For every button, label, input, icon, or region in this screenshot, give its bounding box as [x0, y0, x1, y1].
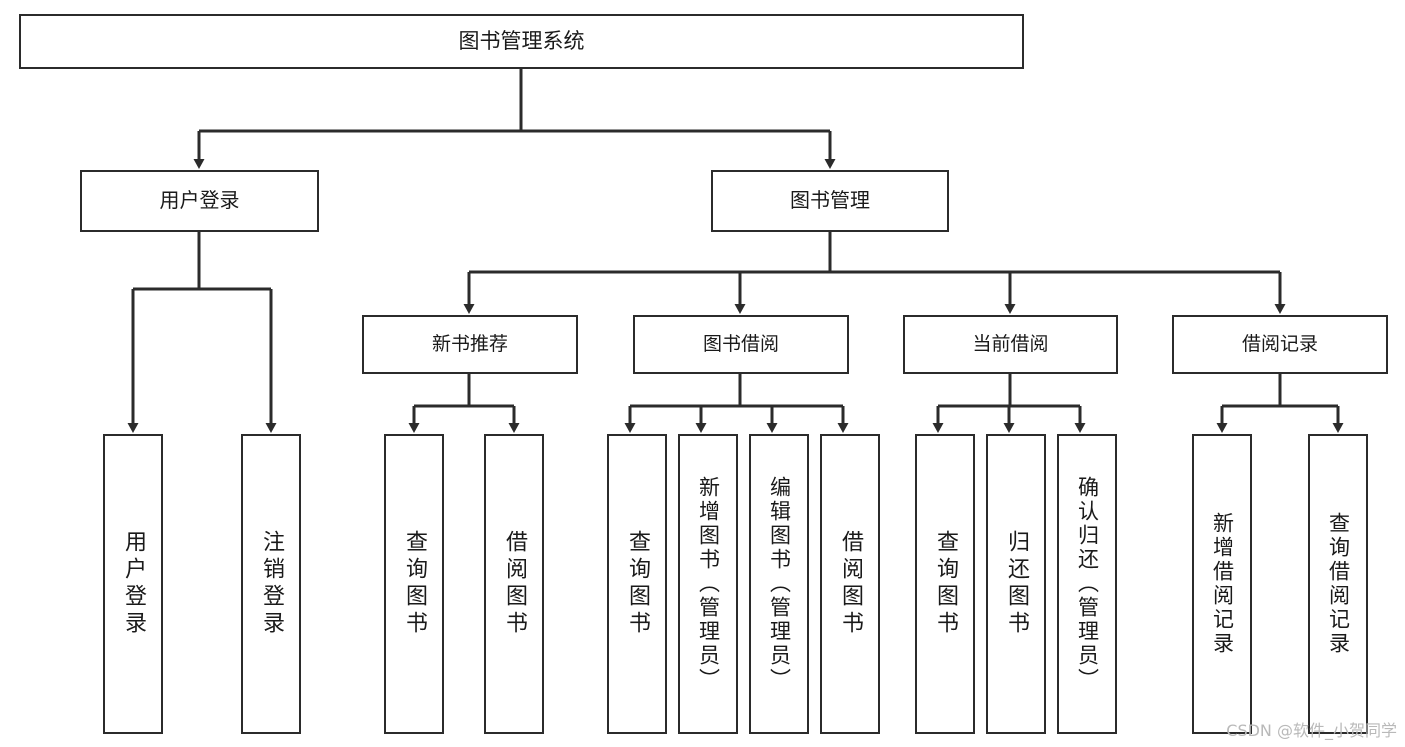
leaf-confirm-return-admin[interactable]: 确认归还（管理员）: [1057, 434, 1117, 734]
leaf-borrow-book-recommend[interactable]: 借阅图书: [484, 434, 544, 734]
node-label: 新增借阅记录: [1210, 512, 1235, 656]
node-label: 查询借阅记录: [1326, 512, 1351, 656]
leaf-return-book[interactable]: 归还图书: [986, 434, 1046, 734]
node-label: 查询图书: [625, 530, 650, 638]
node-label: 用户登录: [159, 188, 240, 213]
node-label: 借阅记录: [1241, 333, 1318, 356]
node-label: 用户登录: [121, 530, 146, 638]
node-current-borrow[interactable]: 当前借阅: [903, 315, 1118, 374]
node-book-management[interactable]: 图书管理: [711, 170, 949, 232]
leaf-user-login[interactable]: 用户登录: [103, 434, 163, 734]
node-label: 新书推荐: [431, 333, 508, 356]
node-label: 图书借阅: [702, 333, 779, 356]
node-label: 查询图书: [933, 530, 958, 638]
leaf-add-borrow-record[interactable]: 新增借阅记录: [1192, 434, 1252, 734]
leaf-query-book-borrow[interactable]: 查询图书: [607, 434, 667, 734]
node-label: 归还图书: [1004, 530, 1029, 638]
leaf-query-book-recommend[interactable]: 查询图书: [384, 434, 444, 734]
node-book-borrow[interactable]: 图书借阅: [633, 315, 849, 374]
leaf-add-book-admin[interactable]: 新增图书（管理员）: [678, 434, 738, 734]
leaf-query-borrow-record[interactable]: 查询借阅记录: [1308, 434, 1368, 734]
leaf-query-book-current[interactable]: 查询图书: [915, 434, 975, 734]
leaf-borrow-book[interactable]: 借阅图书: [820, 434, 880, 734]
node-new-book-recommend[interactable]: 新书推荐: [362, 315, 578, 374]
node-label: 图书管理系统: [458, 29, 585, 54]
leaf-logout[interactable]: 注销登录: [241, 434, 301, 734]
node-label: 注销登录: [259, 530, 284, 638]
node-root-book-management-system[interactable]: 图书管理系统: [19, 14, 1024, 69]
node-borrow-record[interactable]: 借阅记录: [1172, 315, 1388, 374]
node-label: 确认归还（管理员）: [1075, 476, 1100, 692]
node-label: 查询图书: [402, 530, 427, 638]
node-label: 图书管理: [790, 188, 870, 213]
node-label: 当前借阅: [972, 333, 1049, 356]
node-label: 新增图书（管理员）: [696, 476, 721, 692]
node-user-login[interactable]: 用户登录: [80, 170, 319, 232]
watermark: CSDN @软件_小贺同学: [1226, 721, 1397, 740]
node-label: 借阅图书: [502, 530, 527, 638]
node-label: 编辑图书（管理员）: [767, 476, 792, 692]
leaf-edit-book-admin[interactable]: 编辑图书（管理员）: [749, 434, 809, 734]
node-label: 借阅图书: [838, 530, 863, 638]
